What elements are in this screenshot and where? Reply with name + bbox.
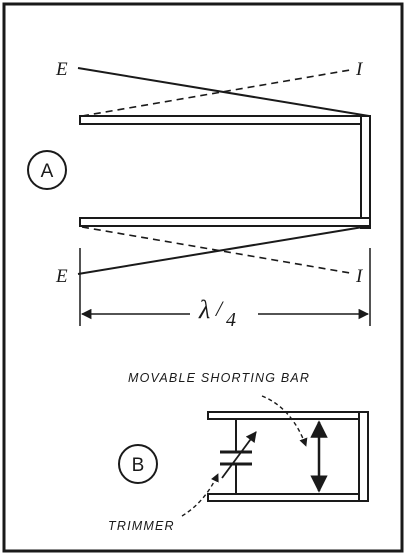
badge-a-letter: A (41, 161, 54, 182)
part-a: E I E I A λ / 4 (27, 59, 371, 331)
bottom-conductor (79, 217, 371, 227)
label-e-bottom: E (55, 266, 68, 287)
badge-a-circle (27, 150, 67, 190)
b-bottom-conductor (207, 493, 369, 502)
label-e-top: E (55, 59, 68, 80)
b-top-conductor (207, 411, 369, 420)
shorting-bar-leader (261, 395, 308, 447)
label-i-top: I (355, 59, 364, 80)
part-b: MOVABLE SHORTING BAR B TRIMMER (108, 371, 369, 533)
voltage-line-top (77, 67, 370, 117)
wavelength-slash: / (214, 296, 224, 321)
shorting-end (360, 115, 371, 229)
badge-b-circle (118, 444, 158, 484)
current-line-top (81, 69, 351, 117)
trimmer-leader (181, 473, 219, 517)
top-conductor (79, 115, 371, 125)
current-line-bottom (81, 226, 351, 274)
label-i-bottom: I (355, 266, 364, 287)
wavelength-symbol: λ (198, 295, 210, 324)
trimmer-variable-arrow (221, 431, 257, 479)
b-shorting-end (358, 411, 369, 502)
shorting-bar-label: MOVABLE SHORTING BAR (128, 371, 310, 385)
wavelength-denominator: 4 (226, 309, 236, 331)
trimmer-label: TRIMMER (108, 519, 175, 533)
voltage-line-bottom (77, 225, 370, 275)
badge-b-letter: B (132, 455, 145, 476)
figure-frame (2, 2, 404, 553)
